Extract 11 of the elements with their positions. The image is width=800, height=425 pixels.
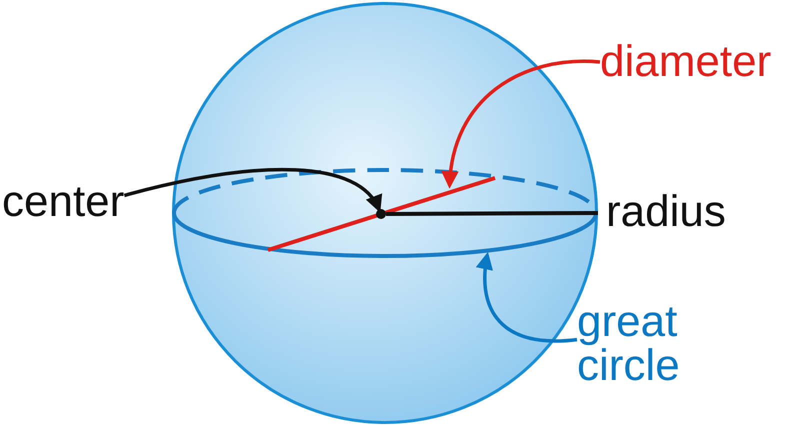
great-circle-ellipse: [172, 168, 598, 258]
diameter-label: diameter: [600, 40, 772, 84]
curved-arrow: [124, 168, 381, 213]
center-point: [376, 209, 386, 219]
curved-arrow: [476, 252, 578, 343]
center-label: center: [2, 180, 124, 224]
great-circle-label: great circle: [577, 300, 717, 388]
radius-line: [386, 211, 598, 216]
curved-arrow: [442, 60, 600, 189]
radius-label: radius: [606, 190, 726, 234]
diameter-line: [268, 178, 495, 250]
